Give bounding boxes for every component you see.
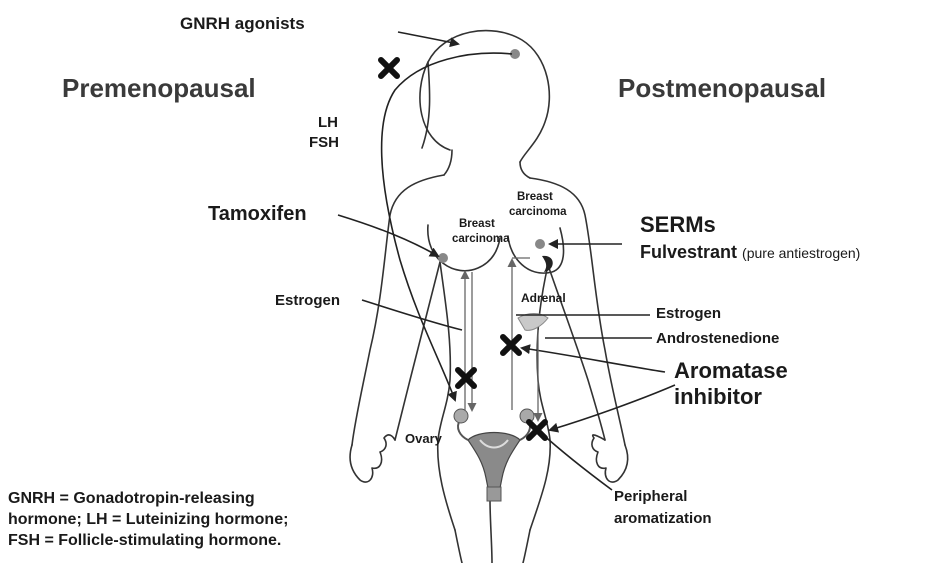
ovary-label: Ovary: [405, 432, 442, 447]
adrenal-label: Adrenal: [521, 292, 566, 306]
right-breast-mass: [542, 256, 553, 272]
block-marks: [381, 60, 545, 438]
uterus-ovaries: [454, 409, 534, 501]
estrogen-left-label: Estrogen: [275, 292, 340, 309]
postmenopausal-label: Postmenopausal: [618, 74, 826, 104]
serms-label: SERMs: [640, 212, 716, 237]
adrenal-gland: [518, 314, 548, 331]
peripheral-label-line2: aromatization: [614, 510, 712, 527]
peripheral-label-line1: Peripheral: [614, 488, 687, 505]
left-tumor-dot: [438, 253, 448, 263]
legend-line-2: hormone; LH = Luteinizing hormone;: [8, 509, 288, 530]
aromatase-label-line1: Aromatase: [674, 358, 788, 383]
premenopausal-label: Premenopausal: [62, 74, 256, 104]
abbreviation-legend: GNRH = Gonadotropin-releasing hormone; L…: [8, 488, 288, 551]
fulvestrant-label: Fulvestrant: [640, 242, 737, 262]
breast-carcinoma-left-line1: Breast: [459, 218, 495, 231]
fsh-label: FSH: [309, 134, 339, 151]
aromatase-label-line2: inhibitor: [674, 384, 762, 409]
lh-label: LH: [318, 114, 338, 131]
androstenedione-label: Androstenedione: [656, 330, 779, 347]
breast-carcinoma-left-line2: carcinoma: [452, 233, 510, 246]
estrogen-right-label: Estrogen: [656, 305, 721, 322]
gnrh-agonists-label: GNRH agonists: [180, 14, 305, 34]
fulvestrant-note: (pure antiestrogen): [742, 245, 860, 261]
legend-line-3: FSH = Follicle-stimulating hormone.: [8, 530, 288, 551]
right-tumor-dot: [535, 239, 545, 249]
breast-carcinoma-right-line1: Breast: [517, 191, 553, 204]
legend-line-1: GNRH = Gonadotropin-releasing: [8, 488, 288, 509]
tamoxifen-label: Tamoxifen: [208, 203, 307, 226]
breast-carcinoma-right-line2: carcinoma: [509, 206, 567, 219]
